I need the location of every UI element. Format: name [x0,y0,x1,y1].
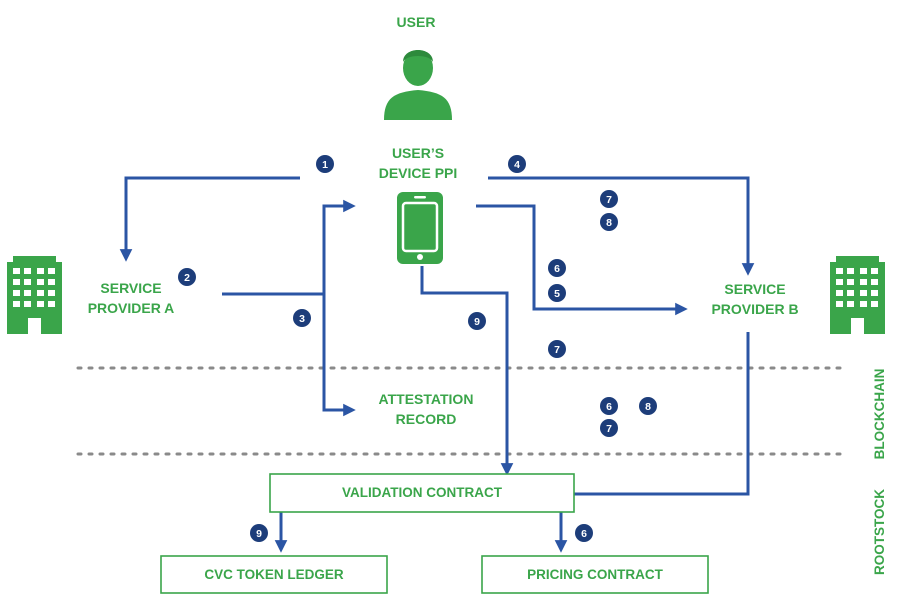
step-badge: 6 [575,524,593,542]
step-badge: 7 [600,419,618,437]
provider-a-label-line2: PROVIDER A [88,300,175,316]
arrow-3-to-device [322,199,356,410]
svg-text:9: 9 [474,316,480,328]
validation-contract-label: VALIDATION CONTRACT [342,485,503,500]
step-badge: 3 [293,309,311,327]
step-badge: 2 [178,268,196,286]
arrow-4-device-to-provider-b [488,176,755,276]
arrow-9-device-to-validation [420,266,514,476]
svg-text:6: 6 [606,401,612,413]
step-badge: 5 [548,284,566,302]
smartphone-icon [397,192,443,264]
svg-text:6: 6 [554,263,560,275]
step-badge: 1 [316,155,334,173]
svg-text:5: 5 [554,288,560,300]
svg-text:2: 2 [184,272,190,284]
svg-text:9: 9 [256,528,262,540]
step-badge: 6 [548,259,566,277]
arrow-1-device-to-provider-a [119,176,300,262]
office-building-icon-b [830,256,885,334]
validation-contract-box [269,473,575,513]
attestation-label-line2: RECORD [396,411,457,427]
provider-b-label-line2: PROVIDER B [711,301,798,317]
svg-text:7: 7 [606,423,612,435]
user-silhouette-icon [384,50,452,120]
rootstock-layer-label: ROOTSTOCK [872,489,887,575]
blockchain-layer-label: BLOCKCHAIN [872,369,887,460]
pricing-contract-box [481,555,709,594]
step-badge: 7 [548,340,566,358]
device-label-line1: USER’S [392,145,444,161]
step-badge: 8 [600,213,618,231]
arrow-3-to-attestation [322,294,356,417]
svg-text:1: 1 [322,159,328,171]
arrow-5-device-to-provider-b [476,204,688,316]
svg-text:3: 3 [299,313,305,325]
flow-arrows [119,176,755,553]
step-badge: 7 [600,190,618,208]
cvc-token-ledger-label: CVC TOKEN LEDGER [204,567,344,582]
provider-a-label-line1: SERVICE [100,280,161,296]
svg-text:7: 7 [606,194,612,206]
pricing-contract-label: PRICING CONTRACT [527,567,663,582]
provider-b-label-line1: SERVICE [724,281,785,297]
svg-text:7: 7 [554,344,560,356]
step-badge: 9 [468,312,486,330]
attestation-label-line1: ATTESTATION [379,391,474,407]
cvc-token-ledger-box [160,555,388,594]
office-building-icon-a [7,256,62,334]
line-provider-b-to-validation [574,332,750,496]
device-label-line2: DEVICE PPI [379,165,458,181]
svg-text:4: 4 [514,159,520,171]
user-label: USER [397,14,436,30]
step-badge: 4 [508,155,526,173]
svg-text:6: 6 [581,528,587,540]
step-badge: 9 [250,524,268,542]
step-badge: 6 [600,397,618,415]
step-badge: 8 [639,397,657,415]
svg-text:8: 8 [606,217,612,229]
step-badges: 1 2 3 4 5 6 7 8 9 6 7 8 7 9 6 [178,155,657,542]
svg-text:8: 8 [645,401,651,413]
